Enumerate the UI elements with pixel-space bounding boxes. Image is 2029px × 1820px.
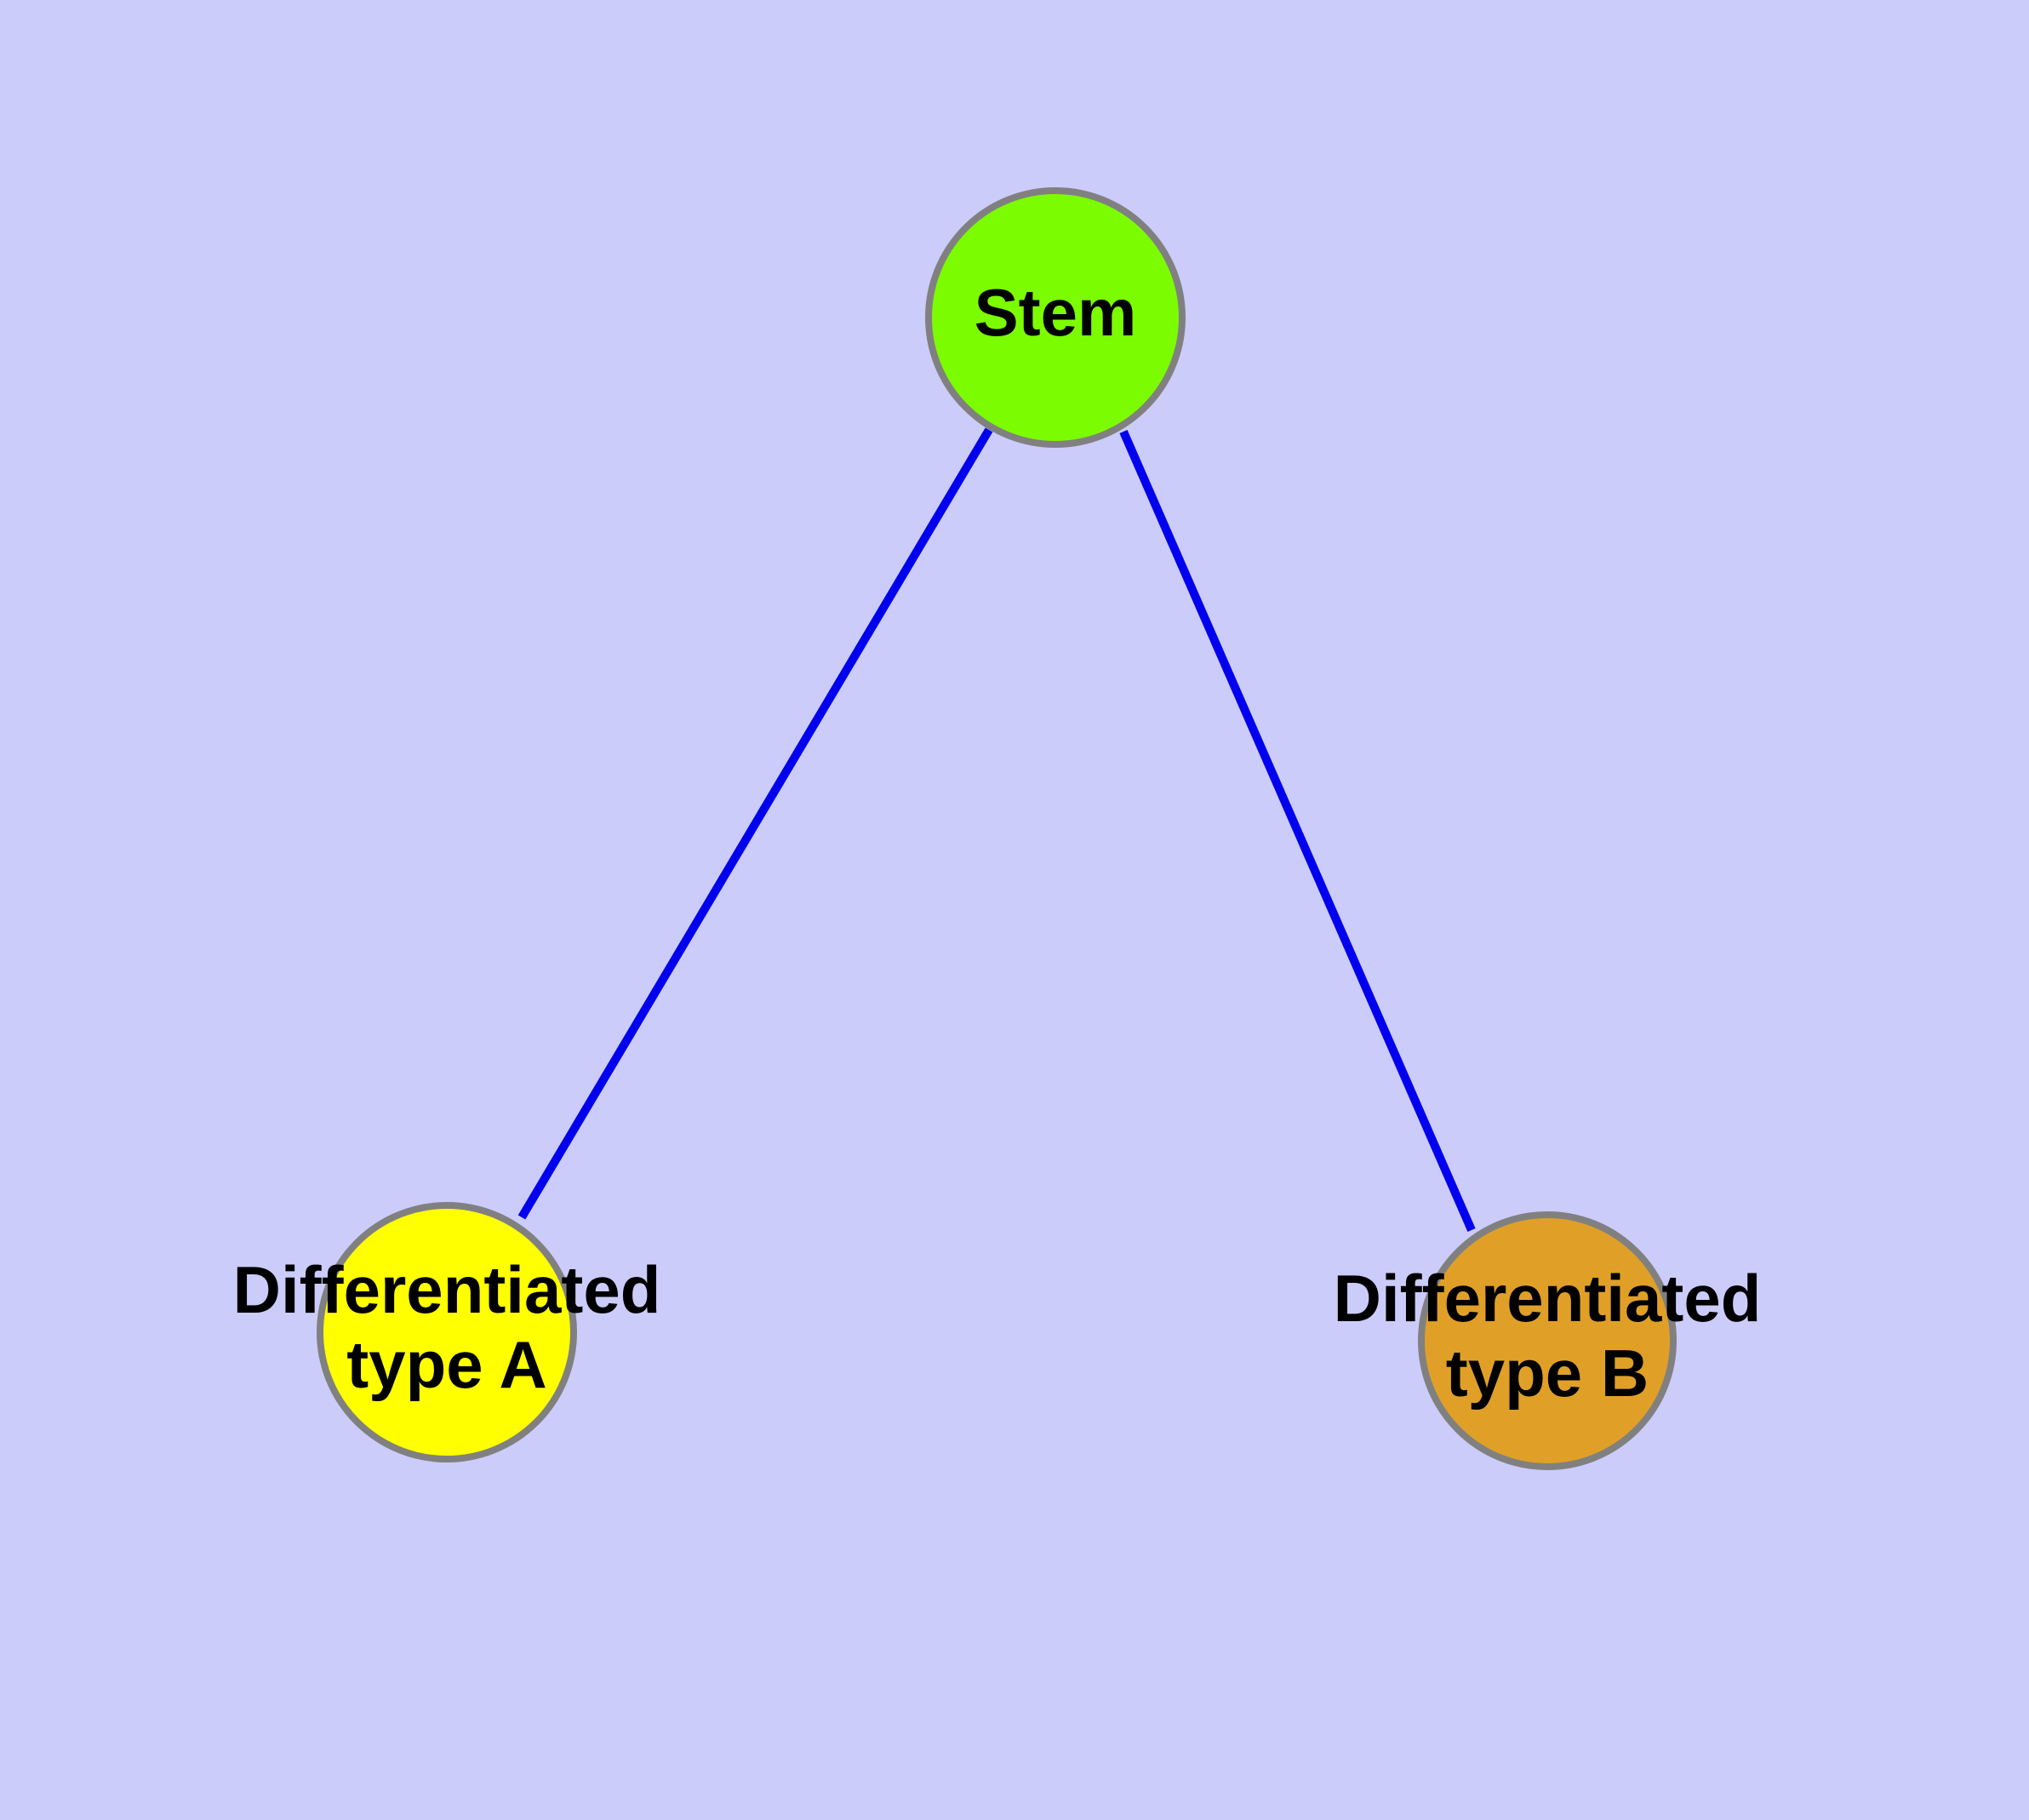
node-stem-circle[interactable] [925,187,1186,448]
node-differentiated-type-a-circle[interactable] [317,1202,577,1462]
node-differentiated-type-b-circle[interactable] [1418,1211,1677,1470]
edge-layer [517,427,1476,1232]
edge-stem-to-diff-b [1119,430,1476,1232]
edge-stem-to-diff-a [517,427,993,1220]
node-stem[interactable]: Stem [925,187,1186,448]
node-stem-label: Stem [974,275,1137,350]
